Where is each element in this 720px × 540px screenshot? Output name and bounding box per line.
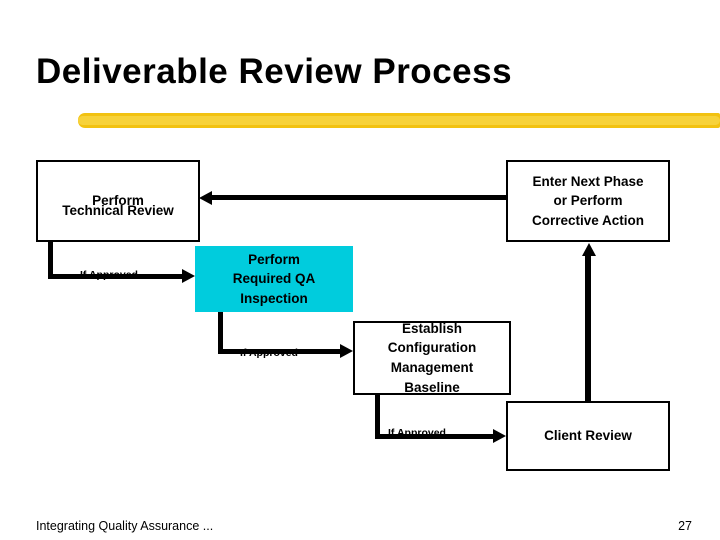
edge-label-if-approved-2: If Approved bbox=[240, 347, 298, 359]
flow-box-qa-inspection-text: Perform Required QA Inspection bbox=[233, 250, 316, 309]
connector-qa-to-config-horizontal bbox=[218, 349, 342, 354]
flow-box-client-review: Client Review bbox=[506, 401, 670, 471]
connector-config-to-client-vertical bbox=[375, 395, 380, 438]
flow-box-next-phase-text: Enter Next Phase or Perform Corrective A… bbox=[532, 172, 644, 231]
arrowhead-next-phase-to-technical bbox=[199, 191, 212, 205]
arrowhead-qa-to-config bbox=[340, 344, 353, 358]
arrowhead-technical-to-qa bbox=[182, 269, 195, 283]
flow-box-qa-inspection-line3: Inspection bbox=[240, 290, 308, 306]
connector-config-to-client-horizontal bbox=[375, 434, 495, 439]
flow-box-qa-inspection: Perform Required QA Inspection bbox=[195, 246, 353, 312]
connector-technical-to-qa-vertical bbox=[48, 242, 53, 276]
title-underline-accent bbox=[78, 113, 720, 128]
flow-box-qa-inspection-line2: Required QA bbox=[232, 271, 316, 287]
footer-text: Integrating Quality Assurance ... bbox=[36, 519, 214, 533]
flow-box-next-phase-line1: Enter Next Phase bbox=[532, 173, 644, 189]
arrowhead-config-to-client bbox=[493, 429, 506, 443]
footer-page-number: 27 bbox=[678, 519, 692, 533]
flow-box-client-review-label: Client Review bbox=[544, 428, 632, 444]
flow-box-configuration-baseline: Establish Configuration Management Basel… bbox=[353, 321, 511, 395]
connector-next-phase-to-technical-horizontal bbox=[212, 195, 508, 200]
edge-label-if-approved-1: If Approved bbox=[80, 269, 138, 281]
flow-box-config-line2: Configuration bbox=[387, 340, 477, 356]
flow-box-configuration-baseline-text: Establish Configuration Management Basel… bbox=[388, 319, 476, 397]
page-title: Deliverable Review Process bbox=[36, 52, 513, 91]
connector-technical-to-qa-horizontal bbox=[48, 274, 184, 279]
flow-box-technical-review: Perform bbox=[36, 160, 200, 242]
flow-box-next-phase-line3: Corrective Action bbox=[531, 212, 645, 228]
flow-box-qa-inspection-line1: Perform bbox=[248, 251, 300, 267]
flow-box-next-phase: Enter Next Phase or Perform Corrective A… bbox=[506, 160, 670, 242]
flow-box-config-line4: Baseline bbox=[404, 379, 460, 395]
edge-label-if-approved-3: If Approved bbox=[388, 427, 446, 439]
connector-client-to-next-phase-vertical bbox=[585, 255, 591, 402]
connector-qa-to-config-vertical bbox=[218, 312, 223, 353]
flow-box-config-line3: Management bbox=[390, 360, 474, 375]
arrowhead-client-to-next-phase bbox=[582, 243, 596, 256]
flow-box-next-phase-line2: or Perform bbox=[553, 193, 623, 209]
flow-box-config-line1: Establish bbox=[401, 320, 462, 336]
flow-box-technical-review-line1: Perform bbox=[92, 193, 144, 209]
